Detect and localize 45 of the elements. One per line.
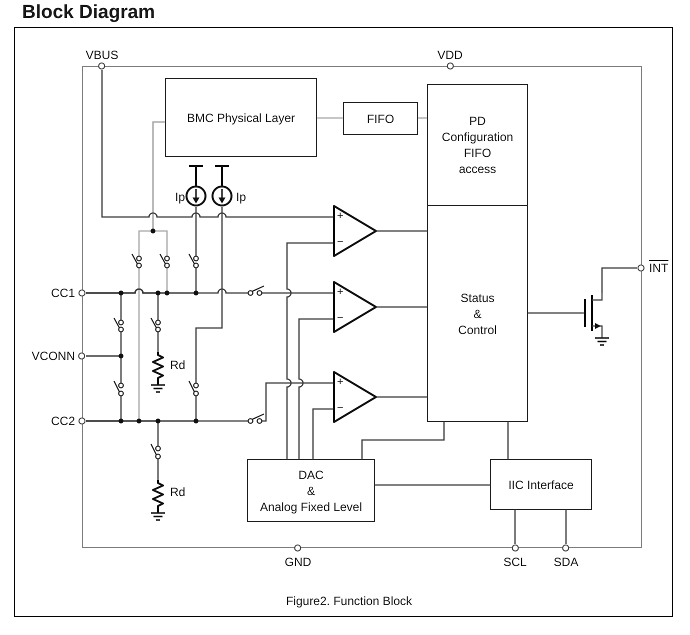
wire: [298, 318, 333, 459]
function-block: Status & Control: [427, 205, 528, 422]
pin-label: VBUS: [86, 48, 118, 62]
wire: [286, 242, 333, 459]
wire: [101, 70, 333, 218]
pin-label: SCL: [503, 555, 527, 569]
input-polarity-label: +: [337, 209, 344, 223]
pin-label: VCONN: [32, 349, 75, 363]
wire: [86, 420, 159, 480]
pin-label: CC1: [50, 286, 75, 300]
component-label: Rd: [170, 358, 186, 372]
input-polarity-label: −: [337, 235, 344, 249]
wire: [565, 510, 567, 544]
function-block: PD Configuration FIFO access: [427, 84, 528, 206]
wire: [514, 510, 516, 544]
component-label: Rd: [170, 485, 186, 499]
component-label: Ip: [175, 190, 186, 204]
input-polarity-label: −: [337, 311, 344, 325]
wire: [86, 288, 159, 352]
wire: [375, 484, 490, 486]
input-polarity-label: +: [337, 285, 344, 299]
diagram-title: Block Diagram: [22, 2, 156, 24]
figure-caption: Figure2. Function Block: [286, 594, 412, 608]
wire: [377, 396, 427, 398]
wire: [317, 117, 343, 119]
pin-label: GND: [284, 555, 312, 569]
pin-label: VDD: [437, 48, 463, 62]
function-block: BMC Physical Layer: [165, 78, 317, 157]
pin-label: INT: [649, 261, 668, 275]
function-block: DAC & Analog Fixed Level: [247, 459, 375, 522]
wire: [377, 306, 427, 308]
wire: [361, 422, 445, 459]
chip-boundary: [82, 66, 642, 548]
input-polarity-label: +: [337, 375, 344, 389]
wire: [601, 267, 637, 293]
component-label: Ip: [236, 190, 246, 204]
input-polarity-label: −: [337, 401, 344, 415]
function-block: IIC Interface: [490, 459, 592, 510]
wire: [312, 408, 333, 459]
pin-label: CC2: [50, 414, 75, 428]
pin-label: SDA: [554, 555, 578, 569]
wire: [528, 312, 582, 314]
function-block: FIFO: [343, 102, 418, 135]
wire: [507, 422, 509, 459]
wire: [377, 230, 427, 232]
